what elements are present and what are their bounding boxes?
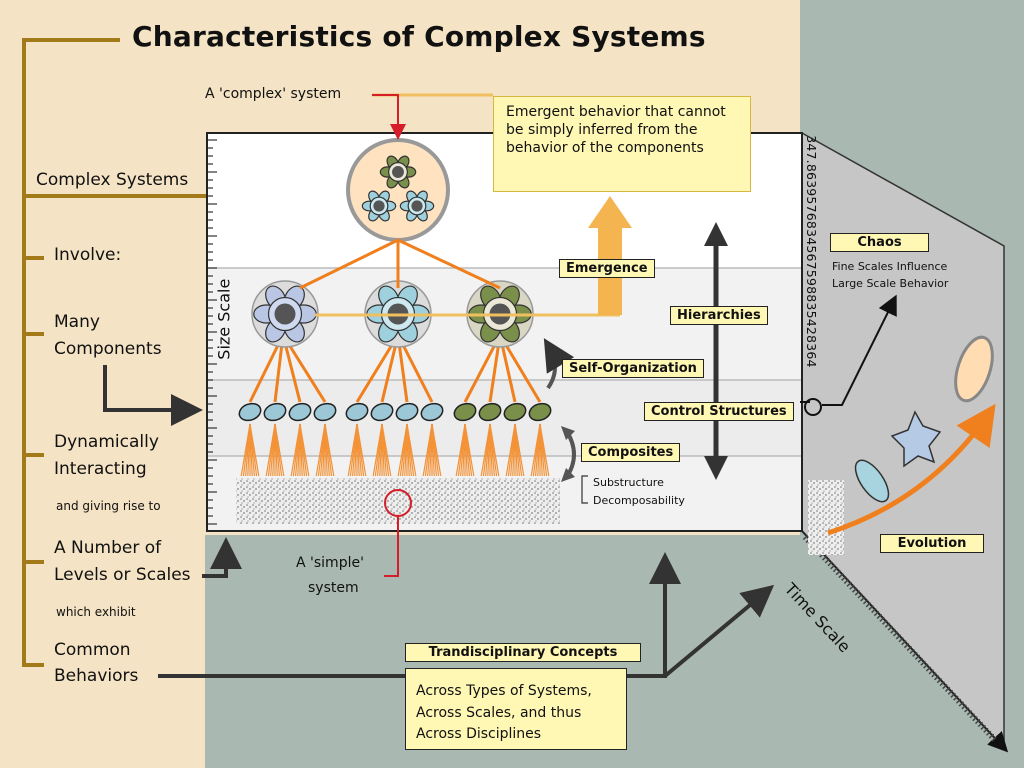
tag-self-organization: Self-Organization xyxy=(562,359,704,378)
seed-component xyxy=(370,402,394,422)
seed-component xyxy=(528,402,552,422)
seed-component xyxy=(263,402,287,422)
decomposability-label: Decomposability xyxy=(593,494,685,507)
chaos-line1: Fine Scales Influence xyxy=(832,260,948,273)
trandisciplinary-box: Across Types of Systems, Across Scales, … xyxy=(405,668,627,750)
emergence-arrow xyxy=(588,196,632,315)
complex-pointer xyxy=(372,94,406,140)
seed-component xyxy=(238,402,262,422)
simple-system-label-2: system xyxy=(308,580,359,596)
left-a-number-of: A Number of xyxy=(54,538,162,558)
seed-component xyxy=(288,402,312,422)
complex-system-label: A 'complex' system xyxy=(205,86,342,102)
tag-composites: Composites xyxy=(581,443,681,462)
seed-component xyxy=(453,402,477,422)
trandisciplinary-title: Trandisciplinary Concepts xyxy=(405,643,641,662)
simple-system-label-1: A 'simple' xyxy=(296,555,364,571)
left-which-exhibit: which exhibit xyxy=(56,605,136,619)
substructure-label: Substructure xyxy=(593,476,664,489)
size-scale-label: Size Scale xyxy=(214,278,234,360)
left-common: Common xyxy=(54,640,131,660)
tag-chaos: Chaos xyxy=(830,233,929,252)
trandisciplinary-line1: Across Types of Systems, xyxy=(416,683,592,699)
complex-system-circle xyxy=(346,138,450,242)
seed-component xyxy=(478,402,502,422)
left-complex-systems: Complex Systems xyxy=(36,170,189,190)
evolution-arrow xyxy=(827,403,996,536)
left-giving-rise: and giving rise to xyxy=(56,499,161,513)
evolution-shape-orange xyxy=(954,335,994,403)
left-interacting: Interacting xyxy=(54,459,147,479)
mini-flower-right xyxy=(399,190,435,222)
seed-component xyxy=(345,402,369,422)
left-dynamically: Dynamically xyxy=(54,432,159,452)
seed-component xyxy=(420,402,444,422)
evolution-shape-star xyxy=(890,410,942,468)
page-title: Characteristics of Complex Systems xyxy=(132,20,706,53)
mini-flower-top xyxy=(379,155,417,189)
tag-control-structures: Control Structures xyxy=(644,402,794,421)
seed-component xyxy=(313,402,337,422)
chaos-line2: Large Scale Behavior xyxy=(832,277,949,290)
seed-component xyxy=(503,402,527,422)
seed-component xyxy=(395,402,419,422)
left-involve: Involve: xyxy=(54,245,122,265)
tag-emergence: Emergence xyxy=(559,259,655,278)
tag-hierarchies: Hierarchies xyxy=(670,306,768,325)
mini-flower-left xyxy=(361,190,397,222)
left-many: Many xyxy=(54,312,100,332)
trandisciplinary-line3: Across Disciplines xyxy=(416,726,542,743)
trandisciplinary-line2: Across Scales, and thus xyxy=(416,704,582,721)
left-behaviors: Behaviors xyxy=(54,666,139,686)
emergent-behavior-note: Emergent behavior that cannot be simply … xyxy=(493,96,751,192)
number-strip: 347.8639576834567598835428364 xyxy=(804,135,820,368)
component-flower-1 xyxy=(253,285,317,343)
evolution-shape-blue xyxy=(854,459,890,503)
tag-evolution: Evolution xyxy=(880,534,984,553)
left-levels-or-scales: Levels or Scales xyxy=(54,565,191,585)
left-components: Components xyxy=(54,339,162,359)
